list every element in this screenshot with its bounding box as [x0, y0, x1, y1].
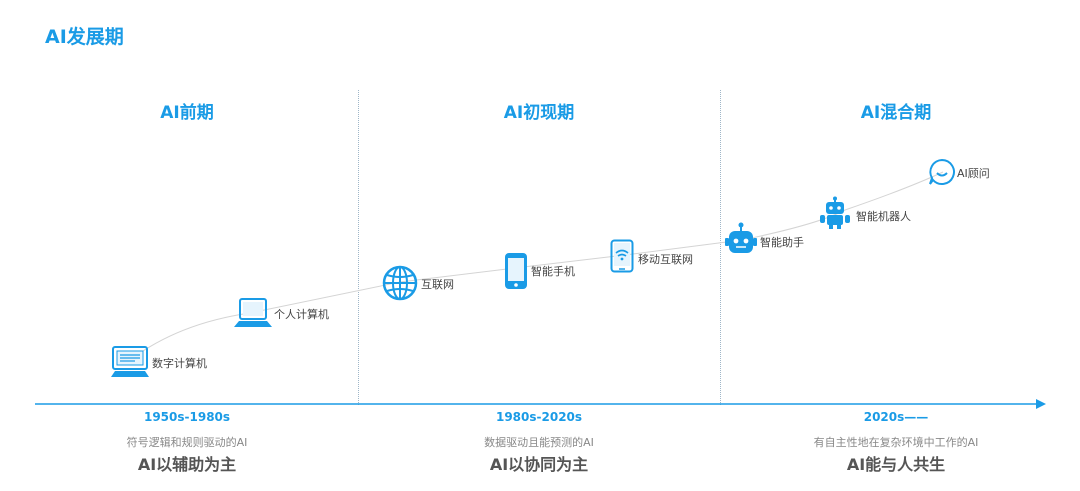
tech-label-personal-computer: 个人计算机: [274, 308, 329, 321]
era-label-early: 1950s-1980s: [143, 410, 231, 424]
robot-head-icon: [725, 222, 757, 253]
tech-label-smart-robot: 智能机器人: [856, 210, 911, 223]
era-label-emergence: 1980s-2020s: [495, 410, 583, 424]
phase-description-emergence: 数据驱动且能预测的AI: [484, 436, 594, 449]
phase-title-early: AI前期: [160, 103, 214, 123]
phase-summary-hybrid: AI能与人共生: [846, 455, 946, 474]
monitor-icon: [111, 346, 149, 377]
tech-label-smart-assistant: 智能助手: [760, 236, 804, 249]
tech-label-mobile-internet: 移动互联网: [638, 253, 693, 266]
tech-label-ai-advisor: AI顾问: [957, 167, 990, 180]
wifi-phone-icon: [610, 239, 634, 273]
phase-summary-emergence: AI以协同为主: [489, 455, 589, 474]
phase-description-hybrid: 有自主性地在复杂环境中工作的AI: [813, 436, 979, 449]
era-label-hybrid: 2020s——: [863, 410, 929, 424]
timeline-arrow-icon: [1036, 399, 1046, 409]
globe-icon: [382, 265, 418, 301]
smartphone-icon: [505, 253, 527, 289]
robot-icon: [820, 196, 850, 229]
phase-summary-early: AI以辅助为主: [137, 455, 237, 474]
phase-divider: [358, 90, 359, 405]
chat-bubble-icon: [929, 158, 955, 185]
growth-curve: [129, 171, 944, 361]
tech-label-internet: 互联网: [421, 278, 454, 291]
phase-divider: [720, 90, 721, 405]
laptop-icon: [234, 298, 272, 327]
tech-label-smartphone: 智能手机: [531, 265, 575, 278]
phase-title-hybrid: AI混合期: [860, 103, 932, 123]
tech-label-digital-computer: 数字计算机: [152, 357, 207, 370]
page-title: AI发展期: [45, 26, 124, 48]
phase-title-emergence: AI初现期: [503, 103, 575, 123]
phase-description-early: 符号逻辑和规则驱动的AI: [126, 436, 248, 449]
